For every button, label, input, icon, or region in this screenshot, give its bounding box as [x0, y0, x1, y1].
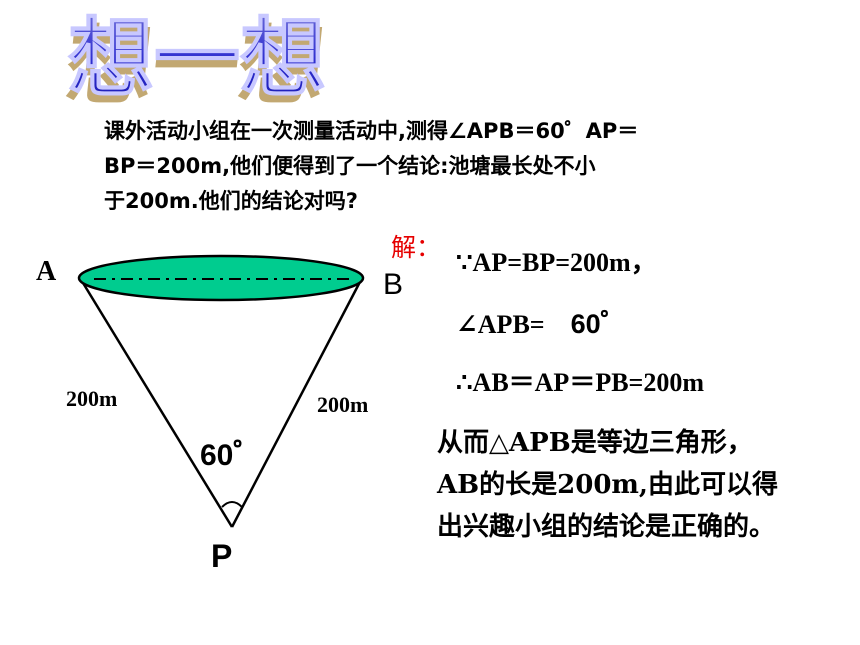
conclusion-line-2: AB的长是200m,由此可以得: [437, 470, 778, 500]
solution-line-1: ∵AP=BP=200m，: [456, 248, 657, 277]
label-a: A: [36, 256, 57, 287]
pond-diagram: A B P 200m 200m 60゜: [0, 230, 430, 610]
side-ap: [78, 277, 234, 528]
conclusion-line-1: 从而△APB是等边三角形，: [437, 428, 753, 458]
problem-line-2: BP＝200m,他们便得到了一个结论:池塘最长处不小: [104, 154, 596, 178]
title-shadow: 想一想: [62, 17, 330, 112]
label-angle: 60゜: [200, 439, 264, 472]
solution-line-2: ∠APB= 60゜: [456, 302, 628, 341]
solution-mark: 解：: [391, 233, 442, 262]
angle-arc: [221, 501, 243, 508]
solution-line-2-prefix: ∠APB=: [456, 310, 545, 339]
label-b: B: [383, 268, 404, 301]
conclusion: 从而△APB是等边三角形， AB的长是200m,由此可以得 出兴趣小组的结论是正…: [437, 422, 857, 548]
title-text: 想一想: [68, 9, 326, 109]
title-wordart: 想一想 想一想: [62, 8, 330, 112]
problem-line-3: 于200m.他们的结论对吗?: [104, 189, 358, 213]
conclusion-line-3: 出兴趣小组的结论是正确的。: [437, 512, 776, 542]
pond-triangle-svg: [77, 254, 365, 528]
label-side-right: 200m: [317, 392, 369, 417]
solution-line-2-value: 60゜: [570, 309, 628, 339]
solution-line-3: ∴AB＝AP＝PB=200m: [456, 368, 705, 397]
side-bp: [230, 277, 364, 528]
problem-statement: 课外活动小组在一次测量活动中,测得∠APB＝60゜AP＝ BP＝200m,他们便…: [104, 114, 824, 219]
label-side-left: 200m: [66, 386, 118, 411]
problem-line-1: 课外活动小组在一次测量活动中,测得∠APB＝60゜AP＝: [104, 119, 639, 143]
label-p: P: [211, 538, 233, 574]
